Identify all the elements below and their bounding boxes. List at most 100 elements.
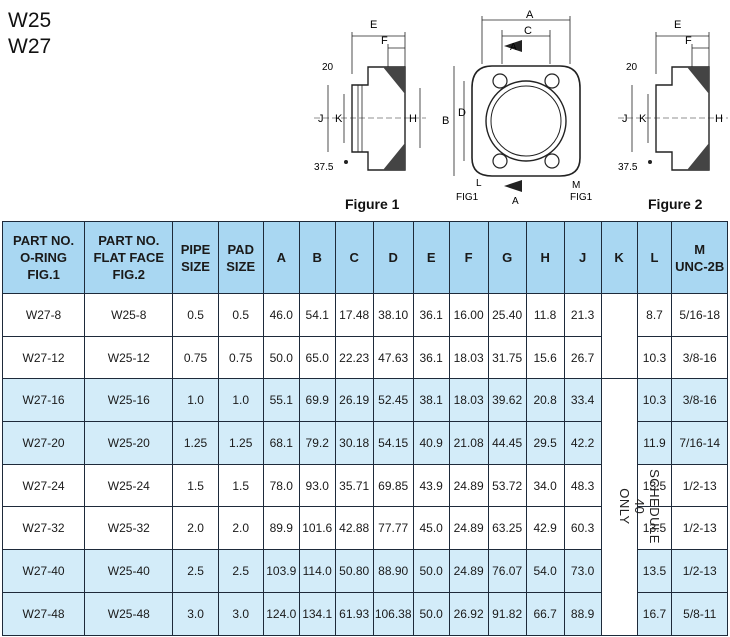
svg-text:37.5: 37.5 <box>618 162 638 173</box>
table-cell: 54.15 <box>372 421 414 465</box>
label-fig1-left: FIG1 <box>456 192 479 203</box>
table-cell: 1.5 <box>172 463 219 508</box>
column-header: G <box>487 221 527 294</box>
table-cell: 25.40 <box>487 293 527 337</box>
table-cell: 89.9 <box>262 506 300 551</box>
column-header: C <box>334 221 374 294</box>
figure2-side-view: E F 20 J K H 37.5 <box>612 12 730 182</box>
label-k: K <box>335 113 343 125</box>
table-cell: 1/2-13 <box>671 549 728 593</box>
table-cell: 93.0 <box>298 463 336 508</box>
figure1-caption: Figure 1 <box>345 196 400 212</box>
table-cell: 3.0 <box>172 591 219 636</box>
table-cell: W27-16 <box>1 378 86 423</box>
label-l: L <box>476 178 482 189</box>
table-cell: 103.9 <box>262 549 300 593</box>
label-h: H <box>409 113 417 125</box>
table-cell: 66.7 <box>525 591 565 636</box>
table-cell: 3/8-16 <box>671 335 728 380</box>
table-cell: 35.71 <box>334 463 374 508</box>
table-cell: 69.9 <box>298 378 336 423</box>
table-cell: 50.0 <box>412 549 450 593</box>
column-header: M UNC-2B <box>671 221 728 294</box>
table-cell: 124.0 <box>262 591 300 636</box>
svg-text:H: H <box>715 113 723 125</box>
table-cell: 26.92 <box>448 591 489 636</box>
table-cell: 73.0 <box>563 549 602 593</box>
label-j: J <box>318 113 324 125</box>
table-cell: W25-20 <box>84 421 174 465</box>
figure2-caption: Figure 2 <box>648 196 703 212</box>
table-cell: 0.75 <box>172 335 219 380</box>
table-cell: 13.5 <box>636 463 673 508</box>
table-cell: 1/2-13 <box>671 506 728 551</box>
table-cell: W27-40 <box>1 549 86 593</box>
table-cell: 43.9 <box>412 463 450 508</box>
table-cell: 26.7 <box>563 335 602 380</box>
table-cell: 29.5 <box>525 421 565 465</box>
table-cell: W25-12 <box>84 335 174 380</box>
table-cell: W25-40 <box>84 549 174 593</box>
table-cell: 48.3 <box>563 463 602 508</box>
column-header: J <box>563 221 602 294</box>
table-cell: 21.3 <box>563 293 602 337</box>
table-cell: 106.38 <box>372 591 414 636</box>
table-cell: 91.82 <box>487 591 527 636</box>
table-cell: 33.4 <box>563 378 602 423</box>
k-empty-cell <box>600 292 638 380</box>
label-angle: 37.5 <box>314 162 334 173</box>
table-cell: 10.3 <box>636 335 673 380</box>
table-cell: W25-32 <box>84 506 174 551</box>
table-cell: 36.1 <box>412 293 450 337</box>
table-cell: 52.45 <box>372 378 414 423</box>
label-f: F <box>381 35 388 47</box>
table-cell: 0.5 <box>217 293 264 337</box>
table-cell: 36.1 <box>412 335 450 380</box>
table-cell: 46.0 <box>262 293 300 337</box>
svg-text:J: J <box>622 113 628 125</box>
table-cell: 63.25 <box>487 506 527 551</box>
table-cell: 54.0 <box>525 549 565 593</box>
column-header: L <box>636 221 673 294</box>
table-cell: 76.07 <box>487 549 527 593</box>
label-20: 20 <box>322 62 334 73</box>
table-cell: 1.0 <box>172 378 219 423</box>
table-cell: 11.8 <box>525 293 565 337</box>
table-cell: 40.9 <box>412 421 450 465</box>
table-cell: 5/8-11 <box>671 591 728 636</box>
table-cell: 68.1 <box>262 421 300 465</box>
table-cell: W27-20 <box>1 421 86 465</box>
table-cell: 1.0 <box>217 378 264 423</box>
table-cell: 79.2 <box>298 421 336 465</box>
column-header: PART NO. O-RING FIG.1 <box>1 221 86 294</box>
table-cell: W25-24 <box>84 463 174 508</box>
label-b: B <box>442 115 449 127</box>
table-cell: 88.90 <box>372 549 414 593</box>
table-cell: 38.1 <box>412 378 450 423</box>
table-cell: 45.0 <box>412 506 450 551</box>
column-header: F <box>448 221 489 294</box>
table-cell: 7/16-14 <box>671 421 728 465</box>
column-header: PAD SIZE <box>217 221 264 294</box>
svg-text:F: F <box>685 35 692 47</box>
table-cell: 24.89 <box>448 463 489 508</box>
table-cell: 101.6 <box>298 506 336 551</box>
table-cell: 3/8-16 <box>671 378 728 423</box>
table-cell: 17.48 <box>334 293 374 337</box>
column-header: K <box>600 221 638 294</box>
table-cell: 65.0 <box>298 335 336 380</box>
table-cell: 24.89 <box>448 549 489 593</box>
table-cell: 1.25 <box>172 421 219 465</box>
table-cell: 77.77 <box>372 506 414 551</box>
table-cell: 78.0 <box>262 463 300 508</box>
table-cell: 88.9 <box>563 591 602 636</box>
column-header: H <box>525 221 565 294</box>
column-header: PART NO. FLAT FACE FIG.2 <box>84 221 174 294</box>
table-cell: 16.7 <box>636 591 673 636</box>
table-cell: 18.03 <box>448 335 489 380</box>
series-w25: W25 <box>8 9 52 32</box>
label-m: M <box>572 180 580 191</box>
